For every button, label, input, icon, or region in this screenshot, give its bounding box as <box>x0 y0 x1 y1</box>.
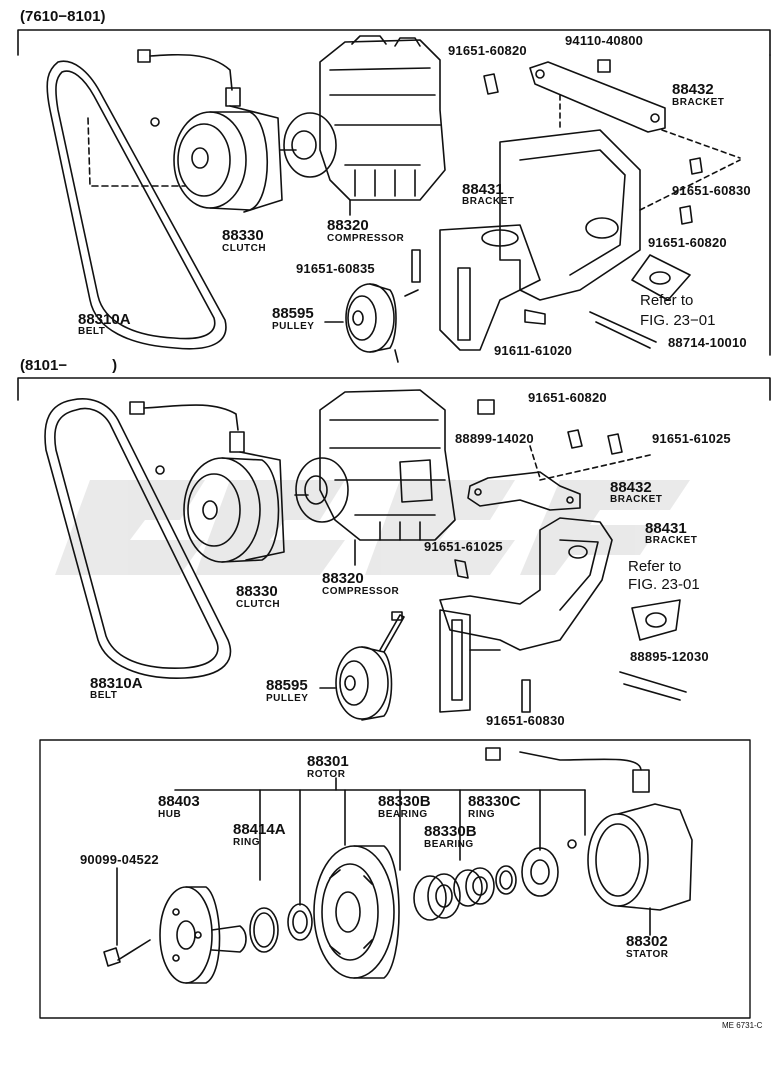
upper-clutch-drawing <box>87 49 283 213</box>
name-88310A-top: BELT <box>78 326 106 337</box>
middle-hardware <box>454 399 687 713</box>
name-88320-mid: COMPRESSOR <box>322 586 400 597</box>
label-88431-top: 88431 <box>462 181 504 198</box>
label-88595-mid: 88595 <box>266 677 308 694</box>
upper-bracket-88432 <box>529 61 741 159</box>
label-91651-60820-mid: 91651-60820 <box>528 390 607 405</box>
name-88330-top: CLUTCH <box>222 243 267 254</box>
name-88330-mid: CLUTCH <box>236 599 281 610</box>
rotor-ring-drawing <box>287 903 313 941</box>
bearing-2-drawing <box>453 867 495 907</box>
label-88714-10010: 88714-10010 <box>668 335 747 350</box>
middle-belt-drawing <box>44 398 232 679</box>
label-88330-mid: 88330 <box>236 583 278 600</box>
name-88431-mid: BRACKET <box>645 535 698 546</box>
label-88310A-top: 88310A <box>78 311 131 328</box>
name-88432-mid: BRACKET <box>610 494 663 505</box>
middle-section-frame <box>17 377 771 401</box>
label-88330B-top: 88330B <box>378 793 431 810</box>
refer-to-top-2: FIG. 23−01 <box>640 312 716 329</box>
name-88403: HUB <box>158 809 182 820</box>
name-88330B: BEARING <box>424 839 474 850</box>
refer-to-mid-2: FIG. 23-01 <box>628 576 700 593</box>
label-88320-mid: 88320 <box>322 570 364 587</box>
ring-88414A-drawing <box>249 907 279 953</box>
label-88320-top: 88320 <box>327 217 369 234</box>
rotor-drawing <box>313 845 400 979</box>
label-88595-top: 88595 <box>272 305 314 322</box>
name-88414A: RING <box>233 837 260 848</box>
label-88403: 88403 <box>158 793 200 810</box>
label-91651-60830-mid: 91651-60830 <box>486 713 565 728</box>
label-88301: 88301 <box>307 753 349 770</box>
upper-pulley-drawing <box>324 283 419 363</box>
label-88431-mid: 88431 <box>645 520 687 537</box>
label-91651-60820-top: 91651-60820 <box>448 43 527 58</box>
middle-pulley-drawing <box>319 611 405 721</box>
label-88899-14020: 88899-14020 <box>455 431 534 446</box>
upper-section-range: (7610−8101) <box>20 8 106 25</box>
clutch-detail-frame <box>39 739 751 1019</box>
hub-drawing <box>103 867 247 984</box>
label-91651-60835: 91651-60835 <box>296 261 375 276</box>
stator-drawing <box>485 747 693 936</box>
lower-section-range: (8101− ) <box>20 357 118 374</box>
bearing-1-drawing <box>413 873 461 921</box>
name-88330C: RING <box>468 809 495 820</box>
label-91651-60830-top: 91651-60830 <box>672 183 751 198</box>
upper-bracket-88431 <box>439 129 741 351</box>
ring-88330C-drawing <box>495 865 517 895</box>
middle-bracket-88432 <box>467 445 651 511</box>
refer-to-top-1: Refer to <box>640 292 694 309</box>
middle-clutch-drawing <box>129 401 285 563</box>
name-88310A-mid: BELT <box>90 690 118 701</box>
rotor-leader-lines <box>174 777 586 906</box>
label-88330B: 88330B <box>424 823 477 840</box>
name-88432-top: BRACKET <box>672 97 725 108</box>
label-88414A: 88414A <box>233 821 286 838</box>
name-88595-top: PULLEY <box>272 321 315 332</box>
upper-compressor-drawing <box>279 35 446 216</box>
label-91651-60820-lower: 91651-60820 <box>648 235 727 250</box>
label-88330C: 88330C <box>468 793 521 810</box>
middle-compressor-drawing <box>294 389 456 566</box>
label-88310A-mid: 88310A <box>90 675 143 692</box>
label-88895-12030: 88895-12030 <box>630 649 709 664</box>
name-88595-mid: PULLEY <box>266 693 309 704</box>
middle-bracket-88431 <box>439 517 613 713</box>
label-90099-04522: 90099-04522 <box>80 852 159 867</box>
refer-to-mid-1: Refer to <box>628 558 682 575</box>
name-88301: ROTOR <box>307 769 346 780</box>
label-88432-mid: 88432 <box>610 479 652 496</box>
name-88431-top: BRACKET <box>462 196 515 207</box>
drawing-code: ME 6731-C <box>722 1021 763 1030</box>
label-91611-61020: 91611-61020 <box>494 343 573 358</box>
label-94110-40800: 94110-40800 <box>565 33 644 48</box>
ring-88330C-plate-drawing <box>521 847 559 897</box>
upper-hardware <box>411 59 703 349</box>
label-88302: 88302 <box>626 933 668 950</box>
watermark-logo <box>55 480 690 575</box>
upper-section-frame <box>17 29 771 356</box>
upper-belt-drawing <box>46 60 227 350</box>
label-88432-top: 88432 <box>672 81 714 98</box>
label-91651-61025-bottom: 91651-61025 <box>424 539 503 554</box>
label-88330-top: 88330 <box>222 227 264 244</box>
label-91651-61025-top: 91651-61025 <box>652 431 731 446</box>
name-88320-top: COMPRESSOR <box>327 233 405 244</box>
name-88302: STATOR <box>626 949 669 960</box>
name-88330B-top: BEARING <box>378 809 428 820</box>
